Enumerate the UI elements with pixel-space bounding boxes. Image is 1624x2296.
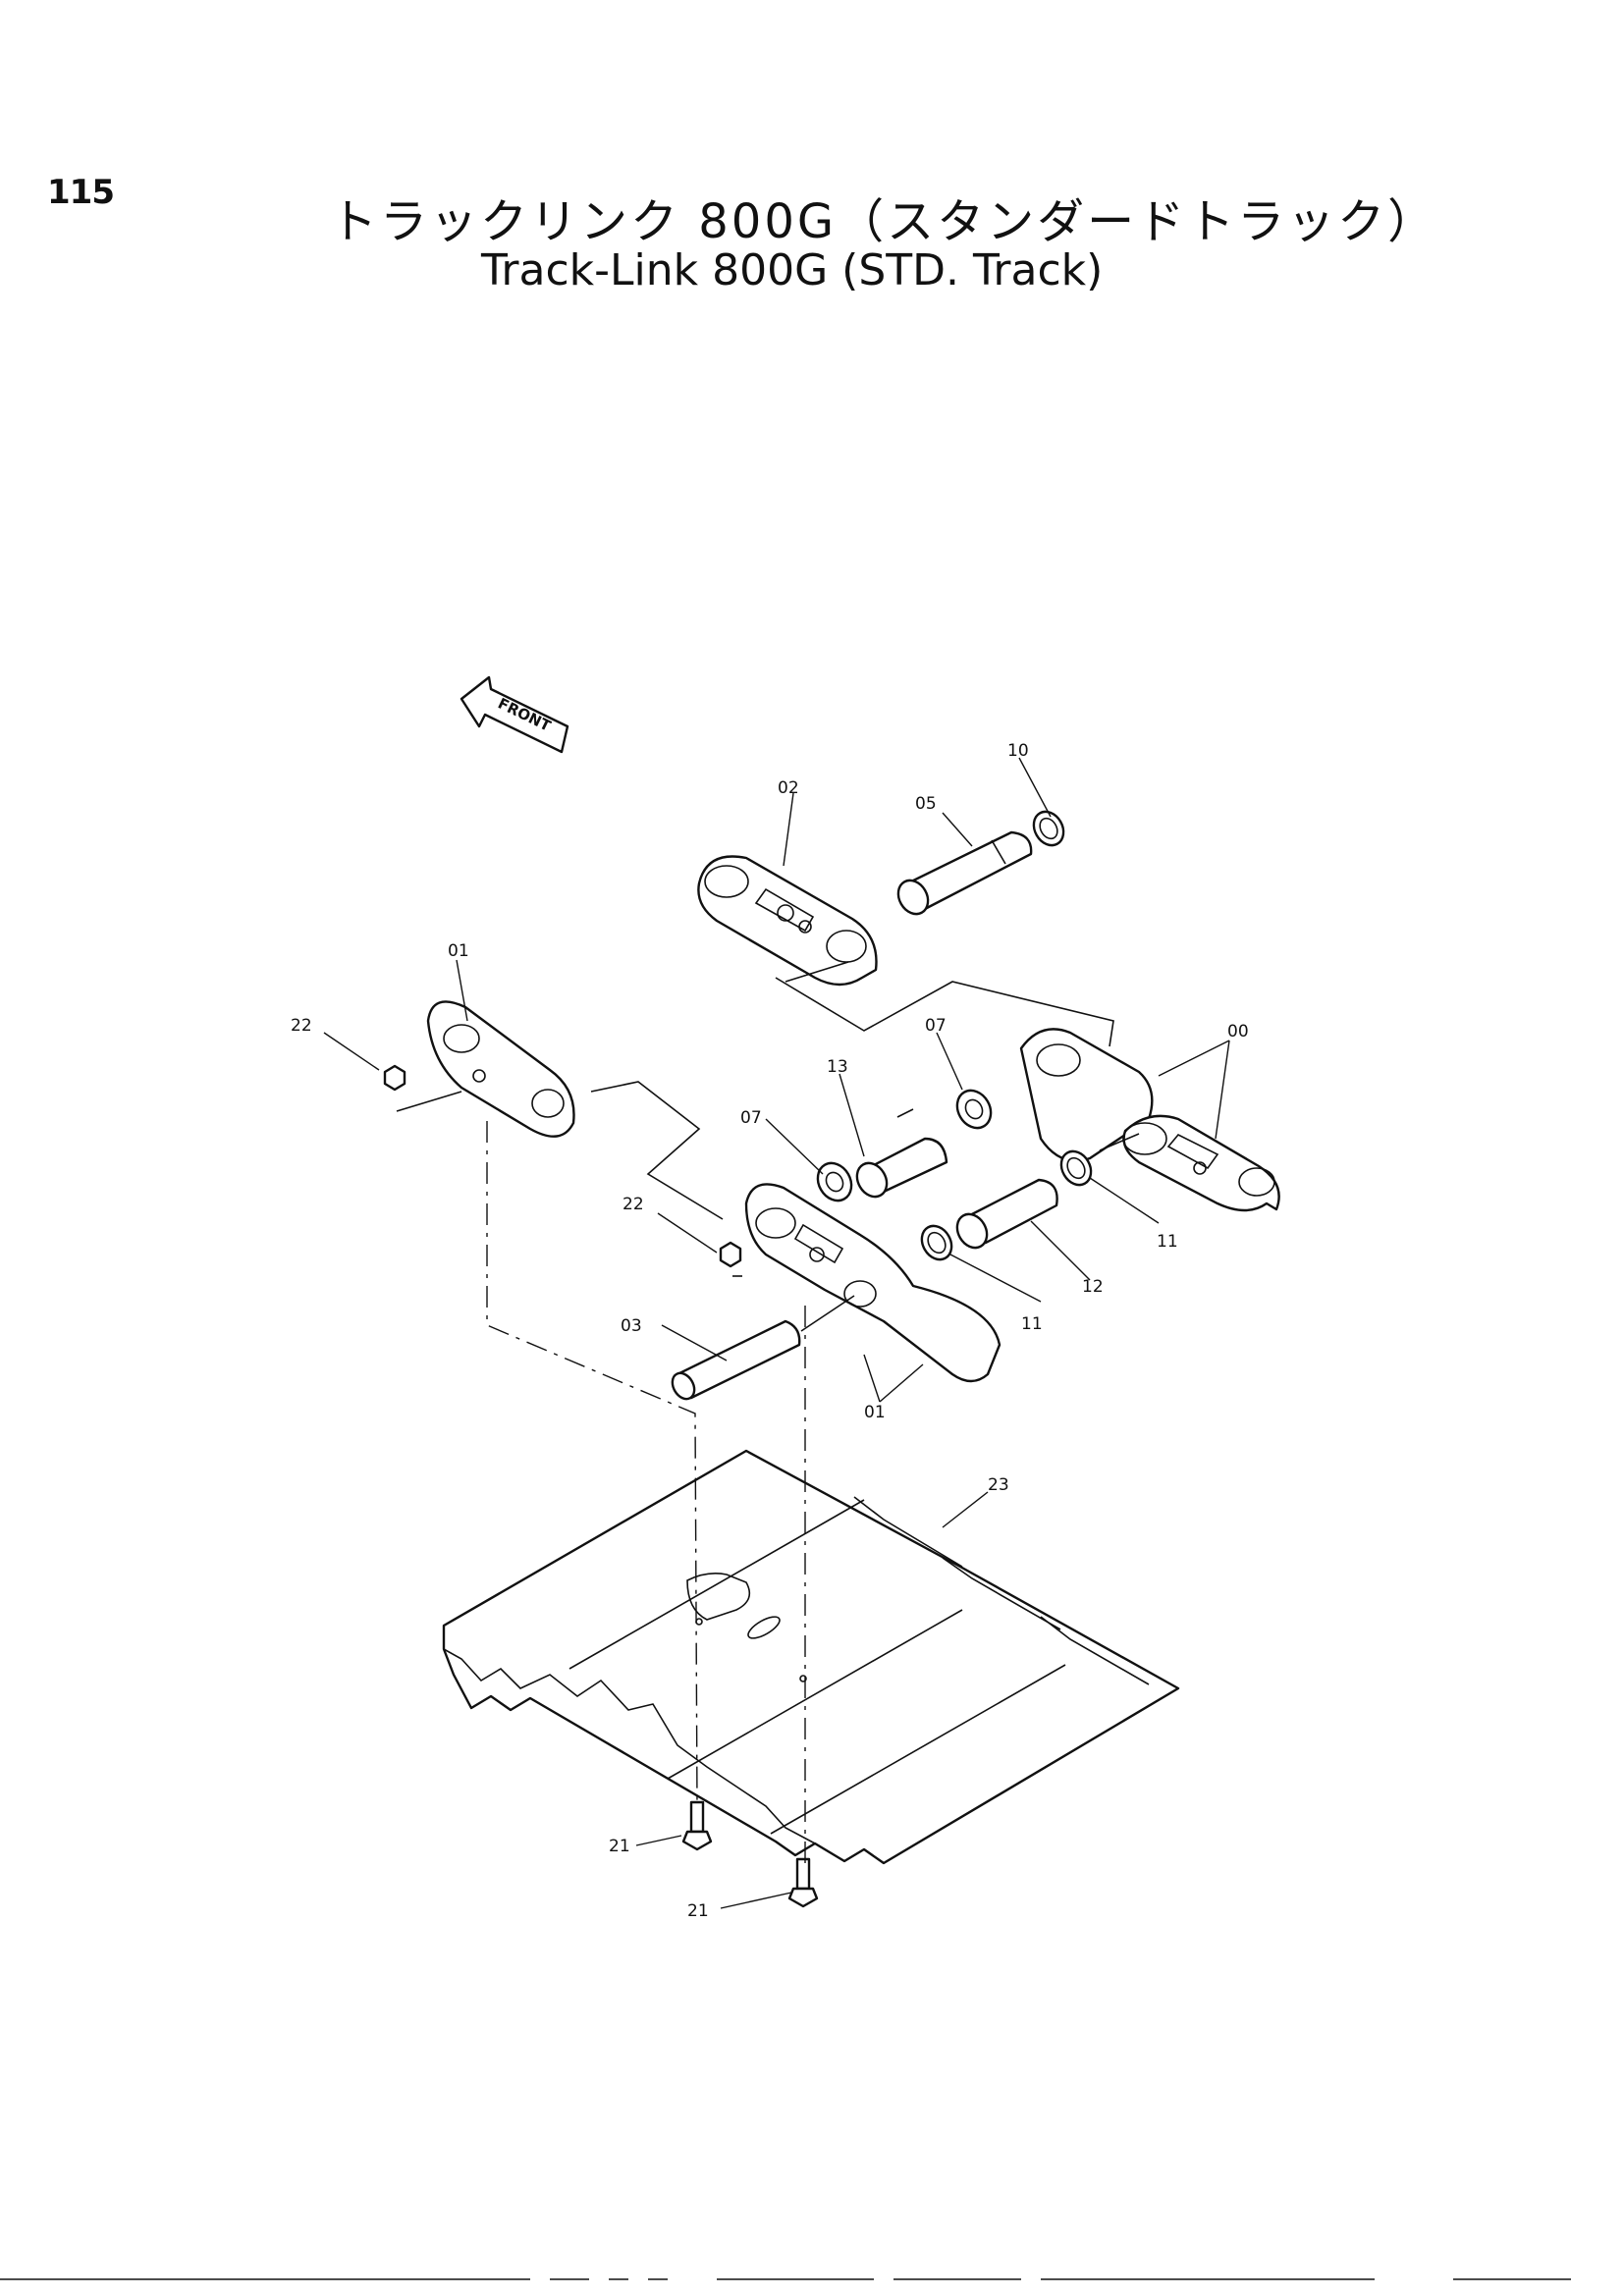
callout-21-upper: 21 <box>609 1837 630 1856</box>
seal-07a-part <box>816 1161 853 1202</box>
bushing-13-part <box>855 1137 948 1199</box>
callout-23: 23 <box>988 1475 1009 1495</box>
callout-12: 12 <box>1082 1277 1104 1297</box>
callout-02: 02 <box>778 778 799 798</box>
track-shoe-part <box>442 1449 1180 1865</box>
callout-10: 10 <box>1007 741 1029 761</box>
callout-11-right: 11 <box>1157 1232 1178 1252</box>
callout-22-lower: 22 <box>623 1195 644 1214</box>
ring-11a-part <box>920 1224 953 1261</box>
link-02-part <box>697 855 878 987</box>
callout-01-upper: 01 <box>448 941 469 961</box>
assembly-guide-lines <box>396 961 1140 1865</box>
callout-05: 05 <box>915 794 937 814</box>
callout-03: 03 <box>621 1316 642 1336</box>
callout-01-lower: 01 <box>864 1403 886 1422</box>
seal-07b-part <box>955 1089 993 1130</box>
bushing-12-part <box>955 1178 1058 1250</box>
callout-00: 00 <box>1227 1022 1249 1041</box>
page-title-english: Track-Link 800G (STD. Track) <box>481 245 1104 295</box>
nut-22b-part <box>719 1241 742 1268</box>
ring-10-part <box>1032 810 1065 847</box>
nut-22a-part <box>383 1064 406 1092</box>
callout-11-left: 11 <box>1021 1314 1043 1334</box>
track-link-assembly-part <box>1019 1028 1280 1212</box>
front-arrow-icon: FRONT <box>460 675 569 754</box>
bolt-21a-part <box>681 1800 713 1851</box>
link-01-lower-part <box>744 1183 1001 1383</box>
callout-21-lower: 21 <box>687 1901 709 1921</box>
pin-05-part <box>896 830 1033 916</box>
ring-11b-part <box>1059 1149 1093 1187</box>
pin-03-part <box>671 1319 801 1401</box>
callout-13: 13 <box>827 1057 848 1077</box>
link-01-upper-part <box>426 1000 575 1138</box>
callout-07-left: 07 <box>740 1108 762 1128</box>
callout-07-right: 07 <box>925 1016 947 1036</box>
bolt-21b-part <box>787 1857 819 1908</box>
page-number: 115 <box>47 173 115 212</box>
callout-leaders <box>323 757 1230 1909</box>
callout-22-upper: 22 <box>291 1016 312 1036</box>
page-title-japanese: トラックリンク 800G（スタンダードトラック） <box>330 194 1438 249</box>
